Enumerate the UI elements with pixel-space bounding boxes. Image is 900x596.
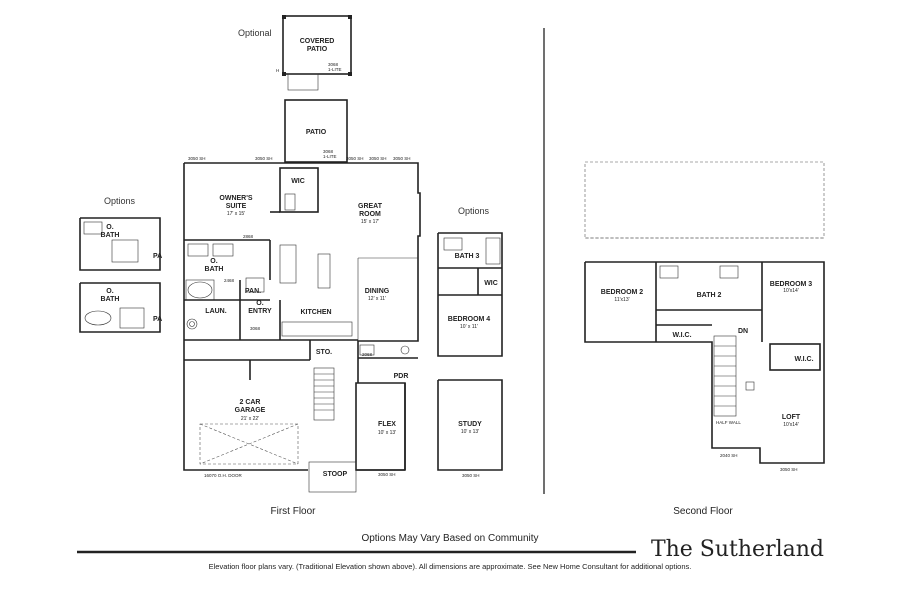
options-left-label: Options: [104, 196, 136, 206]
opt-o-bath-2-pa: PA: [153, 316, 162, 323]
window-2: 3050 SH: [255, 156, 273, 161]
second-floor-plan: BEDROOM 2 11'x13' BATH 2 BEDROOM 3 10'x1…: [584, 161, 825, 472]
bedroom2-dim: 11'x13': [614, 297, 629, 303]
wic-b4-label: WIC: [484, 280, 498, 287]
dn-label: DN: [738, 328, 748, 335]
covered-patio: COVERED PATIO 3068 1-LITE H: [276, 15, 352, 91]
dining-dim: 12' x 11': [368, 296, 386, 302]
covered-patio-label-1: COVERED: [300, 38, 335, 45]
garage-label-1: 2 CAR: [239, 399, 260, 406]
wic-2f-1-label: W.I.C.: [672, 332, 691, 339]
second-floor-caption: Second Floor: [673, 506, 733, 517]
window-6: 3050 SH: [393, 156, 411, 161]
opt-o-bath-2-label-1: O.: [106, 288, 113, 295]
garage-label-2: GARAGE: [235, 407, 266, 414]
great-room-dim: 15' x 17': [361, 219, 379, 225]
stoop-label: STOOP: [323, 471, 348, 478]
option-study: STUDY 10' x 13' 3050 SH: [437, 379, 503, 478]
option-o-bath-1: O. BATH PA: [79, 217, 162, 271]
bedroom3-dim: 10'x14': [783, 288, 799, 294]
pdr-label: PDR: [394, 373, 409, 380]
owners-suite-label-2: SUITE: [226, 203, 247, 210]
opt-o-bath-1-label-2: BATH: [101, 232, 120, 239]
flex-label: FLEX: [378, 421, 396, 428]
first-floor-plan: STOOP 3050 SH 3050 SH 3050 SH 3050 SH 30…: [183, 156, 421, 493]
laun-label: LAUN.: [205, 308, 226, 315]
opt-o-bath-1-label-1: O.: [106, 224, 113, 231]
patio: PATIO 3068 1-LITE: [284, 99, 348, 163]
o-entry-label-1: O.: [256, 300, 263, 307]
patio-door: 3068: [323, 149, 334, 154]
window-4: 3050 SH: [346, 156, 364, 161]
bedroom3-label: BEDROOM 3: [770, 281, 813, 288]
o-bath-label-2: BATH: [205, 266, 224, 273]
options-right-label: Options: [458, 206, 490, 216]
opt-o-bath-1-pa: PA: [153, 253, 162, 260]
owners-suite-dim: 17' x 15': [227, 211, 245, 217]
o-entry-label-2: ENTRY: [248, 308, 272, 315]
bath2-label: BATH 2: [697, 292, 722, 299]
patio-door-lite: 1-LITE: [323, 154, 337, 159]
window-5: 3050 SH: [369, 156, 387, 161]
plan-name: The Sutherland: [651, 537, 824, 562]
footer-note: Elevation floor plans vary. (Traditional…: [209, 562, 692, 571]
optional-label: Optional: [238, 28, 272, 38]
flex-dim: 10' x 13': [378, 430, 396, 436]
covered-patio-door-lite: 1-LITE: [328, 67, 342, 72]
dining-label: DINING: [365, 288, 390, 295]
study-dim: 10' x 13': [461, 429, 479, 435]
study-label: STUDY: [458, 421, 482, 428]
window-1: 3050 SH: [188, 156, 206, 161]
o-bath-label-1: O.: [210, 258, 217, 265]
loft-dim: 10'x14': [783, 422, 799, 428]
bath3-label: BATH 3: [455, 253, 480, 260]
wic-2f-2-label: W.I.C.: [794, 356, 813, 363]
great-room-label-1: GREAT: [358, 203, 383, 210]
garage-door-label: 16070 O.H. DOOR: [204, 473, 243, 478]
covered-patio-label-2: PATIO: [307, 46, 328, 53]
door-2468-bath: 2468: [224, 278, 235, 283]
pan-label: PAN.: [245, 288, 261, 295]
window-10: 3050 SH: [378, 472, 396, 477]
bedroom4-label: BEDROOM 4: [448, 316, 491, 323]
half-wall-label: HALF WALL: [716, 420, 741, 425]
covered-patio-door: 3068: [328, 62, 339, 67]
patio-label: PATIO: [306, 129, 327, 136]
bedroom2-label: BEDROOM 2: [601, 289, 644, 296]
option-o-bath-2: O. BATH PA: [79, 282, 162, 333]
door-2068: 2068: [362, 352, 373, 357]
window-12: 3050 SH: [780, 467, 798, 472]
owners-suite-label-1: OWNER'S: [219, 195, 252, 202]
bedroom4-dim: 10' x 11': [460, 324, 478, 330]
door-2868: 2868: [243, 234, 254, 239]
options-vary-note: Options May Vary Based on Community: [361, 533, 538, 544]
option-bedroom-4: BATH 3 WIC BEDROOM 4 10' x 11': [437, 232, 503, 357]
loft-label: LOFT: [782, 414, 801, 421]
covered-patio-h: H: [276, 68, 279, 73]
first-floor-caption: First Floor: [271, 506, 317, 517]
great-room-label-2: ROOM: [359, 211, 381, 218]
study-window: 3050 SH: [462, 473, 480, 478]
kitchen-label: KITCHEN: [300, 309, 331, 316]
opt-o-bath-2-label-2: BATH: [101, 296, 120, 303]
sto-label: STO.: [316, 349, 332, 356]
garage-dim: 21' x 22': [241, 416, 259, 422]
wic-label: WIC: [291, 178, 305, 185]
window-11: 2040 SH: [720, 453, 738, 458]
door-3068: 3068: [250, 326, 261, 331]
